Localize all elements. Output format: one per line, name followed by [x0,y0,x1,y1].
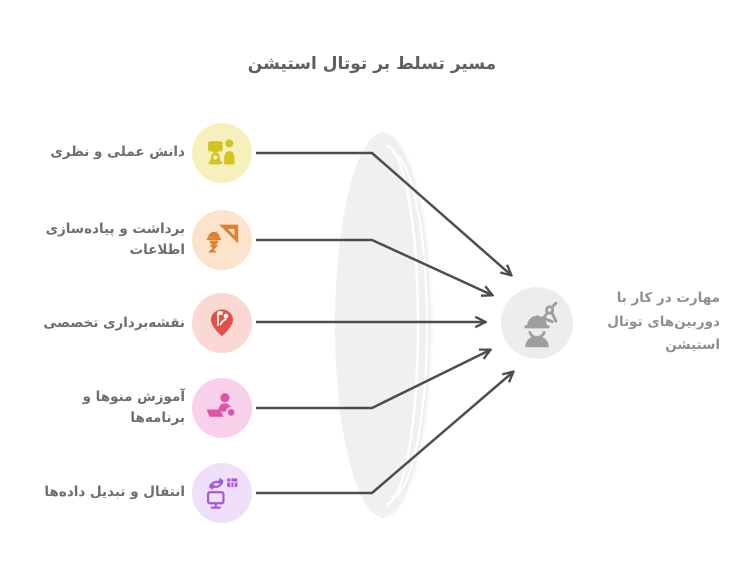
page-title: مسیر تسلط بر توتال استیشن [247,54,497,74]
goal-icon-circle [501,287,573,359]
connector-arrows [253,151,513,495]
item-icon-data-transfer-conversion [192,463,252,523]
item-label-data-collection-implementation: برداشت و پیاده‌سازی اطلاعات [45,221,185,258]
arrow-item-1 [253,151,511,275]
arrow-item-4 [253,350,490,410]
item-icon-specialized-surveying [192,293,252,353]
data-transfer-icon [200,471,244,515]
set-square-surveyor-icon [200,218,244,262]
arrow-item-5 [253,372,513,495]
item-label-practical-theoretical-knowledge: دانش عملی و نظری [50,144,185,160]
item-icon-practical-theoretical-knowledge [192,123,252,183]
arrow-item-2 [253,238,492,295]
item-label-menus-programs-training: آموزش منوها و برنامه‌ها [82,389,185,426]
lens-shape [335,132,433,518]
item-icon-data-collection-implementation [192,210,252,270]
item-label-specialized-surveying: نقشه‌برداری تخصصی [43,315,185,331]
laptop-training-icon [200,386,244,430]
item-icon-menus-programs-training [192,378,252,438]
item-label-data-transfer-conversion: انتقال و تبدیل داده‌ها [44,484,185,500]
map-pin-surveyor-icon [200,301,244,345]
engineer-with-compass-icon [510,296,564,350]
goal-label-total-station-mastery: مهارت در کار با دوربین‌های توتال استیشن [607,290,720,353]
total-station-and-person-icon [200,131,244,175]
